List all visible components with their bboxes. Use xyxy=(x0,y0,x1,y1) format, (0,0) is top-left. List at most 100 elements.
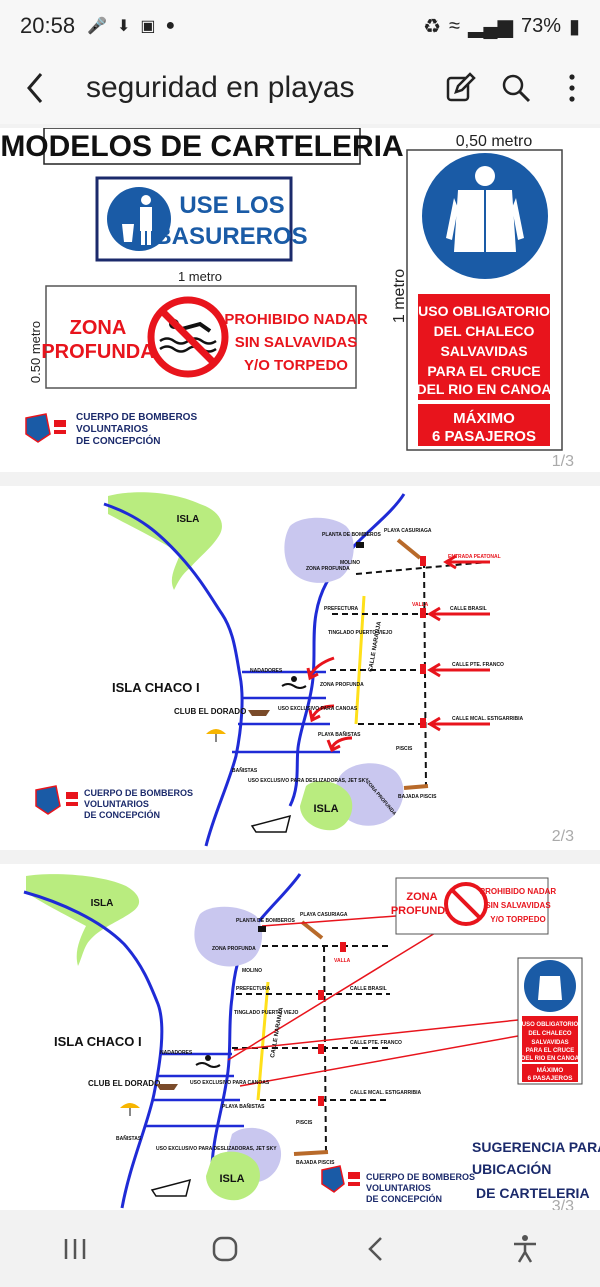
max-line1: MÁXIMO xyxy=(453,410,515,427)
label-calle-franco: CALLE PTE. FRANCO xyxy=(452,662,504,668)
proh-line2: SIN SALVAVIDAS xyxy=(485,901,551,910)
label-planta: PLANTA DE BOMBEROS xyxy=(322,532,382,538)
label-uso-deslizadoras: USO EXCLUSIVO PARA DESLIZADORAS, JET SKY xyxy=(248,778,369,784)
system-back-button[interactable] xyxy=(335,1219,415,1279)
label-playa-banistas: PLAYA BAÑISTAS xyxy=(318,731,361,738)
org-line1: CUERPO DE BOMBEROS xyxy=(366,1172,475,1182)
oblig-line5: DEL RIO EN CANOA xyxy=(521,1056,580,1062)
battery-percent: 73% xyxy=(520,14,561,37)
label-club-dorado: CLUB EL DORADO xyxy=(88,1079,160,1088)
sign-placement-figure: ISLA ISLA PLANTA DE BOMBEROS ZONA PROFUN xyxy=(23,873,600,1209)
edit-button[interactable] xyxy=(432,52,488,124)
label-isla-chaco: ISLA CHACO I xyxy=(112,680,200,695)
proh-line2: SIN SALVAVIDAS xyxy=(235,334,358,351)
oblig-line4: PARA EL CRUCE xyxy=(526,1048,575,1054)
proh-line1: PROHIBIDO NADAR xyxy=(480,887,557,896)
system-nav-bar xyxy=(0,1210,600,1287)
recents-icon xyxy=(64,1238,86,1259)
proh-line3: Y/O TORPEDO xyxy=(244,357,348,374)
pdf-page-1: MODELOS DE CARTELERIA USE LOS BASUREROS … xyxy=(0,128,600,472)
back-chevron-icon xyxy=(368,1236,382,1261)
search-icon xyxy=(502,74,531,103)
status-bar: 20:58 🎤 ⬇ ▣ ● ♻ ≈ ▂▄▆ 73% ▮ xyxy=(0,0,600,52)
oblig-box xyxy=(418,294,550,400)
label-zona-profunda: ZONA PROFUNDA xyxy=(212,946,256,952)
wifi-icon: ≈ xyxy=(449,14,461,37)
deep-zone-area xyxy=(284,517,354,583)
org-line2: VOLUNTARIOS xyxy=(76,424,148,435)
dim-side: 1 metro xyxy=(391,269,408,323)
river-right-bank xyxy=(288,493,406,807)
label-banistas: BAÑISTAS xyxy=(232,767,258,774)
heading-box xyxy=(43,128,361,165)
beach-map-figure: ISLA ISLA PLANTA DE BOMBEROS xyxy=(35,492,523,847)
zona-line1: ZONA xyxy=(406,891,437,903)
label-zona-profunda: ZONA PROFUNDA xyxy=(306,566,350,572)
max-line2: 6 PASAJEROS xyxy=(527,1075,573,1082)
label-uso-canoas: USO EXCLUSIVO PARA CANOAS xyxy=(190,1080,270,1086)
beach-umbrella-icon xyxy=(206,729,226,742)
sync-icon: ♻ xyxy=(423,15,442,38)
org-line1: CUERPO DE BOMBEROS xyxy=(84,788,193,798)
accessibility-button[interactable] xyxy=(485,1219,565,1279)
oblig-box xyxy=(522,1016,578,1062)
more-options-button[interactable] xyxy=(544,52,600,124)
label-banistas: BAÑISTAS xyxy=(116,1135,142,1142)
download-icon: ⬇ xyxy=(116,18,131,35)
more-vert-icon xyxy=(569,74,575,102)
signal-icon: ▂▄▆ xyxy=(468,15,513,38)
island-top-label: ISLA xyxy=(91,898,114,909)
label-piscis: PISCIS xyxy=(396,746,413,752)
label-playa-casuriaga: PLAYA CASURIAGA xyxy=(300,912,348,918)
oblig-line2: DEL CHALECO xyxy=(528,1031,572,1037)
label-bajada-piscis: BAJADA PISCIS xyxy=(296,1160,335,1166)
label-bajada-piscis: BAJADA PISCIS xyxy=(398,794,437,800)
island-bottom xyxy=(206,1151,260,1201)
zona-line2: PROFUNDA xyxy=(391,905,453,917)
zona-line2: PROFUNDA xyxy=(41,341,154,363)
dim-width: 1 metro xyxy=(178,269,222,284)
label-isla-chaco: ISLA CHACO I xyxy=(54,1034,142,1049)
dot-icon: ● xyxy=(165,17,176,34)
label-prefectura: PREFECTURA xyxy=(236,986,271,992)
signage-models-figure: MODELOS DE CARTELERIA USE LOS BASUREROS … xyxy=(0,128,563,451)
oblig-line3: SALVAVIDAS xyxy=(531,1040,568,1046)
label-prefectura: PREFECTURA xyxy=(324,606,359,612)
swimmer-icon xyxy=(281,676,307,689)
island-bottom xyxy=(300,781,353,831)
max-box xyxy=(418,404,550,446)
fire-department-logo xyxy=(321,1165,360,1193)
trash-line2: BASUREROS xyxy=(154,223,307,250)
placement-lines xyxy=(227,915,519,1087)
suggestion-line1: SUGERENCIA PARA xyxy=(472,1139,600,1155)
back-button[interactable] xyxy=(0,52,70,124)
label-molino: MOLINO xyxy=(340,560,360,566)
deep-zone-area xyxy=(194,906,263,967)
org-line2: VOLUNTARIOS xyxy=(366,1183,431,1193)
fire-department-logo xyxy=(25,413,66,443)
label-piscis: PISCIS xyxy=(296,1120,313,1126)
oblig-line1: USO OBLIGATORIO xyxy=(522,1022,579,1028)
river-left-bank xyxy=(103,502,244,847)
jetski-icon xyxy=(150,1178,192,1197)
home-button[interactable] xyxy=(185,1219,265,1279)
max-line1: MÁXIMO xyxy=(537,1065,564,1074)
label-calle-franco: CALLE PTE. FRANCO xyxy=(350,1040,402,1046)
label-zona-profunda-2: ZONA PROFUNDA xyxy=(320,682,364,688)
suggestion-line2: UBICACIÓN xyxy=(472,1160,551,1177)
label-planta: PLANTA DE BOMBEROS xyxy=(236,918,296,924)
swimmer-icon xyxy=(195,1055,221,1068)
trash-line1: USE LOS xyxy=(179,192,284,219)
recents-button[interactable] xyxy=(35,1219,115,1279)
oblig-line2: DEL CHALECO xyxy=(434,323,535,339)
dim-top: 0,50 metro xyxy=(456,133,533,150)
clock: 20:58 xyxy=(20,13,76,38)
label-uso-canoas: USO EXCLUSIVO PARA CANOAS xyxy=(278,706,358,712)
island-bottom-label: ISLA xyxy=(313,803,338,815)
max-box xyxy=(522,1064,578,1082)
beach-umbrella-icon xyxy=(120,1103,140,1116)
search-button[interactable] xyxy=(488,52,544,124)
accessibility-icon xyxy=(514,1234,536,1263)
label-calle-naranja: CALLE NARANJA xyxy=(368,620,383,672)
label-nadadores: NADADORES xyxy=(160,1050,193,1056)
